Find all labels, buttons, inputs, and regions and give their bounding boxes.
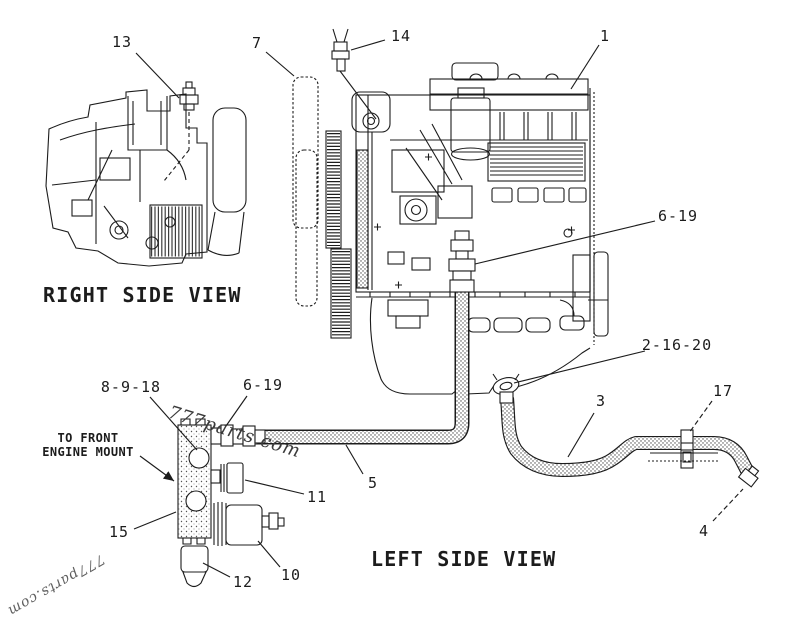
note-line-1: TO FRONT (57, 431, 119, 445)
callout-13: 13 (111, 33, 133, 51)
hose-5-drawing (250, 291, 470, 445)
callout-3: 3 (595, 392, 607, 410)
part-10-sender (213, 502, 285, 546)
fitting-6-19-left (210, 424, 266, 447)
break-lines (648, 452, 719, 462)
fitting-2-16-20 (492, 373, 520, 404)
callout-6-19-right: 6-19 (657, 207, 699, 225)
part-12-plug (180, 545, 209, 588)
mount-note-arrow (139, 455, 175, 482)
callout-7: 7 (251, 34, 263, 52)
right-side-view-label: RIGHT SIDE VIEW (43, 283, 242, 307)
left-side-view-label: LEFT SIDE VIEW (371, 547, 557, 571)
left-side-view-drawing (292, 28, 609, 395)
callout-4: 4 (698, 522, 710, 540)
right-side-view-drawing (45, 81, 247, 267)
to-front-engine-mount-note: TO FRONT ENGINE MOUNT (33, 431, 143, 459)
clamp-17 (680, 429, 694, 469)
callout-14: 14 (390, 27, 412, 45)
part-11-valve (210, 462, 244, 494)
callout-2-16-20: 2-16-20 (641, 336, 713, 354)
callout-12: 12 (232, 573, 254, 591)
fitting-6-19-right (448, 230, 476, 293)
part-13-sensor (163, 81, 199, 182)
callout-5: 5 (367, 474, 379, 492)
hose-3-drawing (500, 397, 756, 478)
callout-10: 10 (280, 566, 302, 584)
callout-6-19-left: 6-19 (242, 376, 284, 394)
note-line-2: ENGINE MOUNT (42, 445, 134, 459)
callout-11: 11 (306, 488, 328, 506)
callout-1: 1 (599, 27, 611, 45)
fitting-4 (737, 465, 760, 488)
callout-17: 17 (712, 382, 734, 400)
callout-8-9-18: 8-9-18 (100, 378, 162, 396)
callout-15: 15 (108, 523, 130, 541)
part-14-sensor (331, 28, 377, 120)
